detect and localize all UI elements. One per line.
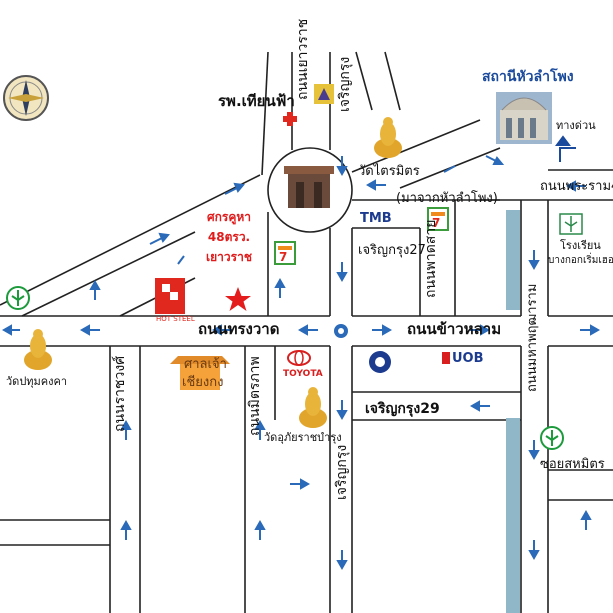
soi-sahamit-label: ซอยสหมิตร [540, 457, 605, 472]
arrow-up-2 [177, 255, 185, 265]
location-star-icon [225, 287, 251, 311]
expressway-label: ทางด่วน [556, 119, 596, 132]
arrow-left-4 [297, 324, 318, 336]
arrow-diag-4 [443, 165, 456, 173]
road-label-v-top-right: เจริญกรุง [337, 56, 353, 112]
arrow-down-2 [336, 262, 348, 283]
gate-monument-icon [284, 166, 334, 208]
school-label: โรงเรียน [560, 239, 601, 252]
charoen29-label: เจริญกรุง29 [365, 401, 440, 417]
arrow-right-3 [580, 324, 601, 336]
shop-line1: ศกรคูหา [206, 210, 251, 224]
road-label-v-mid: ถนนพาดสาย [423, 219, 439, 298]
shrine-icon [170, 356, 230, 390]
expressway-arrow [555, 135, 576, 162]
shrine-label-2: เชียงกง [182, 375, 224, 390]
shop-line3: เยาวราช [206, 250, 252, 264]
bank-icon [314, 84, 334, 104]
arrow-left-7 [565, 180, 586, 192]
arrow-down-7 [528, 540, 540, 561]
school-sub-label: บางกอกเริ่มเฮอร์ [548, 255, 613, 266]
canal-lower [506, 418, 520, 613]
arrow-right-1 [372, 324, 393, 336]
rama4-label: ถนนพระราม4 [540, 179, 613, 194]
arrow-left-6 [365, 179, 386, 191]
arrow-up-7 [120, 519, 132, 540]
arrow-diag-3 [485, 155, 505, 165]
arrow-down-1 [336, 156, 348, 177]
arrow-left-1 [1, 324, 20, 336]
arrow-up-5 [254, 519, 266, 540]
seven-eleven-icon-1: 7 [274, 241, 296, 265]
songwat-road-label: ถนนทรงวาด [198, 320, 280, 338]
shop-info-box: ศกรคูหา 48ตรว. เยาวราช [198, 207, 260, 302]
khaolam-road-label: ถนนข้าวหลาม [407, 320, 502, 338]
arrow-up-3 [274, 277, 286, 298]
tmb-label: TMB [360, 211, 392, 226]
svg-text:7: 7 [432, 216, 440, 230]
arrow-left-3 [211, 324, 232, 336]
uob-logo-icon [442, 352, 450, 364]
arrow-up-4 [254, 419, 266, 440]
compass-icon [3, 75, 49, 121]
buddha-icon-uphairat [299, 387, 327, 428]
arrow-up-1 [89, 279, 101, 300]
school-icon [559, 213, 583, 235]
from-station-label: (มาจากหัวลำโพง) [396, 191, 498, 206]
svg-text:7: 7 [279, 250, 287, 264]
road-label-v-mid-left: ถนนราชวงศ์ [112, 355, 128, 432]
arrow-down-6 [528, 440, 540, 461]
toyota-logo-icon [287, 350, 311, 366]
road-label-v-bottom-right: เจริญกรุง [334, 444, 350, 500]
station-label: สถานีหัวลำโพง [482, 69, 574, 85]
arrow-down-5 [528, 250, 540, 271]
arrow-up-6 [120, 419, 132, 440]
road-label-v-mid-right: ถนนมิตรภาพ [247, 356, 263, 436]
pathumkongka-label: วัดปทุมคงคา [6, 375, 68, 388]
shrine-label-1: ศาลเจ้า [184, 357, 227, 372]
krungsri-bank-icon [369, 351, 391, 373]
uphairat-label: วัดอุภัยราชบำรุง [264, 431, 342, 444]
shop-line2: 48ตรว. [207, 230, 251, 244]
charoen27-label: เจริญกรุง27 [358, 243, 426, 258]
hotel-icon [155, 278, 185, 314]
arrow-down-4 [336, 550, 348, 571]
road-label-v-right: ถนนมหาพฤฒาราม [525, 283, 540, 392]
hotel-label: HOT STEEL [156, 315, 195, 323]
kbank-leaf-icon-2 [540, 426, 564, 450]
traimit-label: วัดไตรมิตร [358, 164, 420, 179]
arrow-diag-1 [149, 232, 170, 245]
roundabout-marker-icon [334, 324, 348, 338]
uob-label: UOB [452, 351, 484, 366]
road-label-v-top-left: ถนนเยาวราช [295, 18, 311, 100]
seven-eleven-icon-2: 7 [427, 207, 449, 231]
hospital-label: รพ.เทียนฟ้า [218, 92, 295, 110]
red-cross-icon [283, 112, 297, 126]
arrow-up-8 [580, 509, 592, 530]
arrow-left-5 [469, 400, 490, 412]
arrow-down-3 [336, 400, 348, 421]
buddha-icon-traimit [374, 117, 402, 158]
arrow-left-2 [79, 324, 100, 336]
buddha-icon-pathumkongka [24, 329, 52, 370]
station-building-icon [496, 92, 552, 144]
arrow-right-4 [290, 478, 311, 490]
kbank-leaf-icon-1 [6, 286, 30, 310]
canal-upper [506, 210, 520, 310]
arrow-right-2 [470, 324, 491, 336]
arrow-diag-2 [224, 182, 245, 195]
toyota-label: TOYOTA [283, 369, 323, 379]
